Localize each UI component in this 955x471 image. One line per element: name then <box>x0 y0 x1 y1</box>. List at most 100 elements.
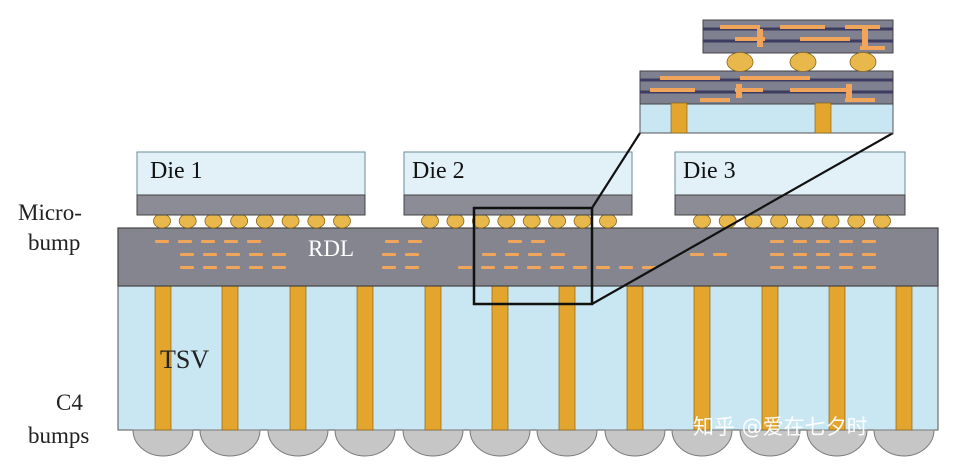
c4-bump <box>739 429 801 457</box>
rdl-trace <box>405 253 419 256</box>
tsv <box>356 285 374 431</box>
die-2-label: Die 2 <box>412 158 465 184</box>
micro-bump <box>178 213 197 229</box>
rdl-trace <box>573 266 587 269</box>
c4-bump <box>873 429 935 457</box>
micro-bump <box>693 213 711 229</box>
die-1-label: Die 1 <box>150 158 203 184</box>
rdl-trace <box>481 266 495 269</box>
rdl-trace <box>839 240 853 243</box>
c4-bump <box>671 429 733 457</box>
tsv <box>221 285 239 431</box>
rdl-trace <box>816 253 830 256</box>
inset-via <box>736 84 742 98</box>
micro-bump <box>522 213 541 229</box>
tsv <box>289 285 307 431</box>
tsv <box>828 285 846 431</box>
inset-trace <box>845 98 875 102</box>
die-3-label: Die 3 <box>683 158 736 184</box>
inset-trace <box>650 88 695 92</box>
rdl-trace <box>505 253 519 256</box>
c4-bump-row <box>132 429 935 457</box>
rdl-trace <box>862 240 876 243</box>
micro-bump <box>795 213 814 229</box>
rdl-trace <box>642 266 656 269</box>
zoom-line-right <box>591 132 894 305</box>
tsv <box>693 285 711 431</box>
micro-bump <box>230 213 249 229</box>
rdl-trace <box>482 253 496 256</box>
inset-trace <box>800 37 850 41</box>
rdl-trace <box>224 240 238 243</box>
rdl-trace <box>203 253 217 256</box>
micro-bump <box>573 213 592 229</box>
inset-magnified-view <box>639 19 894 134</box>
tsv <box>491 285 509 431</box>
rdl-trace <box>458 266 472 269</box>
micro-bump <box>281 213 300 229</box>
micro-bump-label-line2: bump <box>28 230 80 255</box>
inset-via <box>846 84 852 98</box>
c4-bump <box>402 429 464 457</box>
c4-bump <box>536 429 598 457</box>
inset-via <box>862 29 868 47</box>
micro-bump <box>548 213 567 229</box>
rdl-trace <box>551 253 565 256</box>
inset-trace <box>780 25 825 29</box>
rdl-trace <box>770 240 784 243</box>
rdl-trace <box>385 240 399 243</box>
micro-bump <box>446 213 465 229</box>
inset-trace <box>740 76 810 80</box>
micro-bump <box>204 213 223 229</box>
inset-trace <box>735 37 765 41</box>
inset-trace <box>735 88 763 92</box>
rdl-trace <box>504 266 518 269</box>
c4-bumps-label-line2: bumps <box>28 423 89 448</box>
rdl-trace <box>596 266 610 269</box>
rdl-label: RDL <box>308 236 354 261</box>
rdl-trace <box>550 266 564 269</box>
rdl-trace <box>839 253 853 256</box>
inset-micro-bump <box>726 52 754 72</box>
tsv <box>424 285 442 431</box>
micro-bump <box>770 213 789 229</box>
inset-trace <box>720 25 760 29</box>
tsv-row <box>154 285 913 431</box>
rdl-trace <box>770 266 784 269</box>
tsv <box>895 285 913 431</box>
inset-micro-bump <box>789 52 817 72</box>
rdl-trace <box>382 253 396 256</box>
tsv <box>558 285 576 431</box>
die-1: Die 1 <box>136 151 366 216</box>
inset-via <box>757 29 763 47</box>
inset-trace <box>860 46 885 50</box>
micro-bump <box>421 213 439 229</box>
micro-bump <box>821 213 840 229</box>
c4-bumps-label-line1: C4 <box>56 390 83 415</box>
micro-bump <box>847 213 866 229</box>
tsv <box>761 285 779 431</box>
rdl-trace <box>272 253 286 256</box>
micro-bump <box>497 213 516 229</box>
rdl-trace <box>226 253 240 256</box>
c4-bump <box>132 429 194 457</box>
inset-trace <box>845 25 880 29</box>
rdl-trace <box>793 266 807 269</box>
rdl-trace <box>816 240 830 243</box>
inset-trace <box>790 88 850 92</box>
micro-bump <box>599 213 617 229</box>
c4-bump <box>604 429 666 457</box>
micro-bump-row <box>153 213 891 229</box>
inset-trace <box>660 76 720 80</box>
rdl-trace <box>249 253 263 256</box>
micro-bump-label-line1: Micro- <box>18 200 82 225</box>
rdl-trace <box>839 266 853 269</box>
rdl-trace <box>405 266 419 269</box>
rdl-trace <box>249 266 263 269</box>
c4-bump <box>469 429 531 457</box>
rdl-trace <box>862 266 876 269</box>
tsv <box>626 285 644 431</box>
rdl-trace <box>528 253 542 256</box>
c4-bump <box>806 429 868 457</box>
